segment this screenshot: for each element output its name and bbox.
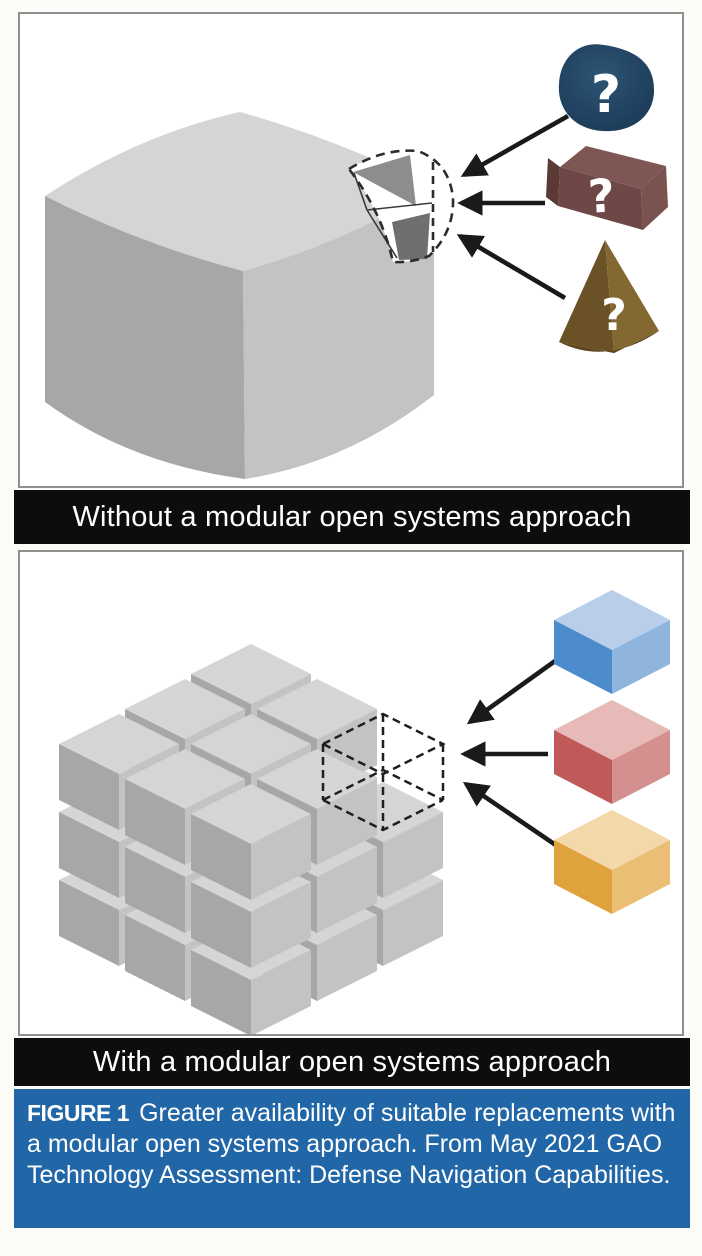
module-cube-222 <box>191 784 311 900</box>
replacement-cube-blue <box>554 590 670 694</box>
replacement-blob: ? <box>558 44 655 132</box>
notch-upper-face <box>353 155 416 206</box>
arrow-blue-cube <box>466 654 564 725</box>
arrow-pyramid <box>456 234 567 300</box>
arrow-orange-cube <box>462 781 565 852</box>
figure-label: FIGURE 1 <box>27 1100 130 1126</box>
missing-piece-outline <box>347 149 455 264</box>
question-mark-brick: ? <box>587 168 616 223</box>
banner-with-mosa: With a modular open systems approach <box>14 1038 690 1086</box>
replacement-cube-orange <box>554 810 670 914</box>
banner-without-mosa: Without a modular open systems approach <box>14 490 690 544</box>
notch-slot <box>347 149 455 264</box>
monolith-diagram: ? ? ? <box>45 44 668 479</box>
replacement-pyramid: ? <box>559 240 659 353</box>
arrow-blob <box>460 113 570 178</box>
modular-cube <box>59 644 443 1034</box>
figure-caption-text: Greater availability of suitable replace… <box>27 1099 676 1189</box>
replacement-brick: ? <box>546 146 668 230</box>
monolith-cube <box>45 112 434 479</box>
modular-diagram <box>59 590 670 1034</box>
notch-lower-face <box>392 213 430 260</box>
replacement-cube-red <box>554 700 670 804</box>
question-mark-pyramid: ? <box>601 290 627 341</box>
panel-without-mosa: ? ? ? <box>18 12 684 488</box>
question-mark-blob: ? <box>591 65 621 125</box>
arrows-top-panel <box>456 113 570 300</box>
arrows-bottom-panel <box>460 654 565 852</box>
missing-cube-outline <box>320 712 446 832</box>
replacement-cubes <box>554 590 670 914</box>
panel-with-mosa <box>18 550 684 1036</box>
